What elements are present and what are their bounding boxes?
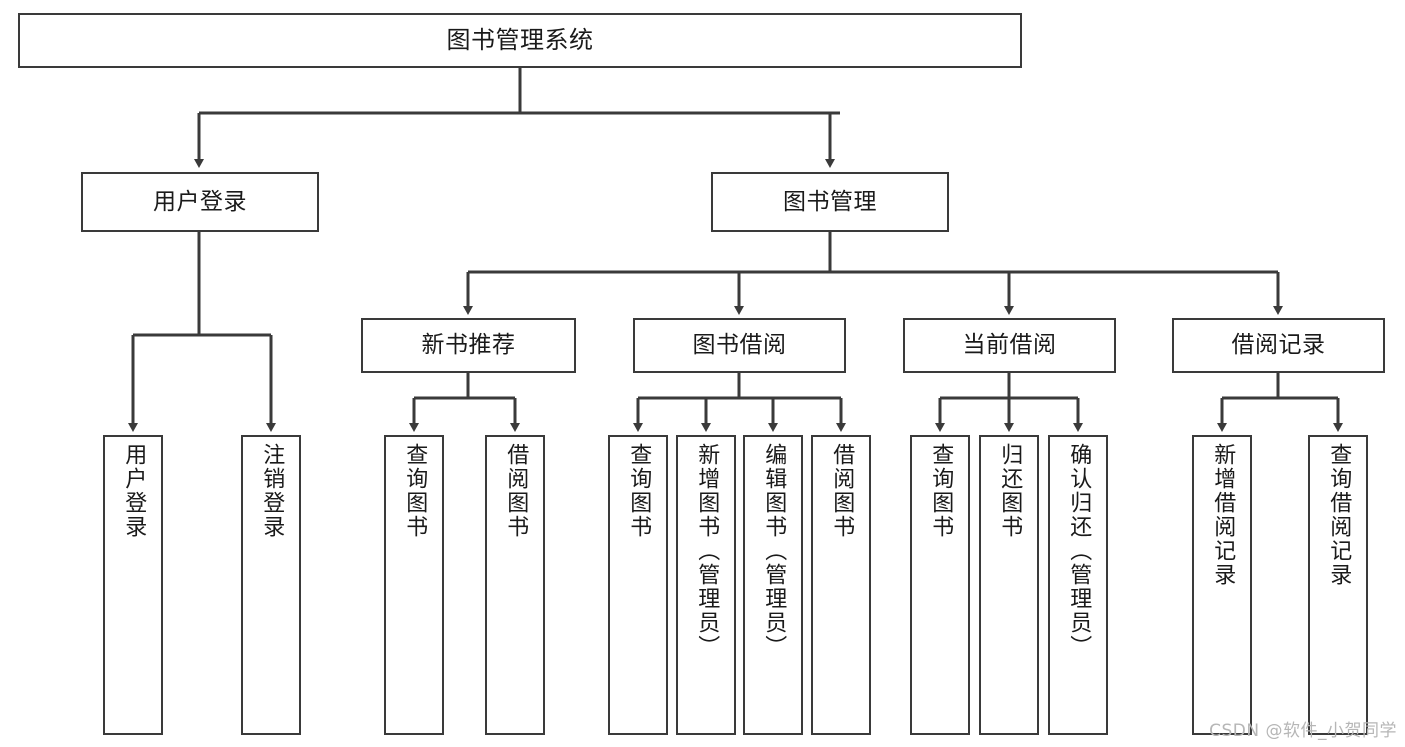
leaf-cb-query-book[interactable]: 查询图书 <box>910 435 970 735</box>
leaf-cb-confirm-return-label: 确认归还（管理员） <box>1066 443 1092 659</box>
leaf-user-login[interactable]: 用户登录 <box>103 435 163 735</box>
node-current-borrow[interactable]: 当前借阅 <box>903 318 1116 373</box>
node-book-borrow-label: 图书借阅 <box>692 332 787 359</box>
leaf-bb-query-book[interactable]: 查询图书 <box>608 435 668 735</box>
leaf-bb-borrow-book[interactable]: 借阅图书 <box>811 435 871 735</box>
leaf-bb-add-book[interactable]: 新增图书（管理员） <box>676 435 736 735</box>
leaf-br-add-record-label: 新增借阅记录 <box>1210 443 1236 587</box>
leaf-cb-query-book-label: 查询图书 <box>928 443 954 539</box>
leaf-bb-query-book-label: 查询图书 <box>626 443 652 539</box>
leaf-logout-label: 注销登录 <box>259 443 285 539</box>
node-book-manage[interactable]: 图书管理 <box>711 172 949 232</box>
node-book-manage-label: 图书管理 <box>783 188 877 215</box>
node-borrow-record-label: 借阅记录 <box>1231 332 1326 359</box>
leaf-logout[interactable]: 注销登录 <box>241 435 301 735</box>
leaf-nb-query-book[interactable]: 查询图书 <box>384 435 444 735</box>
leaf-bb-edit-book-label: 编辑图书（管理员） <box>761 443 787 659</box>
node-root[interactable]: 图书管理系统 <box>18 13 1022 68</box>
leaf-cb-confirm-return[interactable]: 确认归还（管理员） <box>1048 435 1108 735</box>
node-current-borrow-label: 当前借阅 <box>962 332 1057 359</box>
node-borrow-record[interactable]: 借阅记录 <box>1172 318 1385 373</box>
node-user-login[interactable]: 用户登录 <box>81 172 319 232</box>
leaf-user-login-label: 用户登录 <box>121 443 147 539</box>
leaf-bb-add-book-label: 新增图书（管理员） <box>694 443 720 659</box>
leaf-nb-borrow-book[interactable]: 借阅图书 <box>485 435 545 735</box>
leaf-cb-return-book-label: 归还图书 <box>997 443 1023 539</box>
leaf-nb-borrow-book-label: 借阅图书 <box>503 443 529 539</box>
node-book-borrow[interactable]: 图书借阅 <box>633 318 846 373</box>
node-new-book-recommend[interactable]: 新书推荐 <box>361 318 576 373</box>
node-new-book-recommend-label: 新书推荐 <box>421 332 516 359</box>
node-root-label: 图书管理系统 <box>446 25 594 54</box>
leaf-br-query-record[interactable]: 查询借阅记录 <box>1308 435 1368 735</box>
leaf-bb-borrow-book-label: 借阅图书 <box>829 443 855 539</box>
leaf-nb-query-book-label: 查询图书 <box>402 443 428 539</box>
leaf-cb-return-book[interactable]: 归还图书 <box>979 435 1039 735</box>
leaf-br-query-record-label: 查询借阅记录 <box>1326 443 1352 587</box>
watermark: CSDN @软件_小贺同学 <box>1209 721 1397 741</box>
node-user-login-label: 用户登录 <box>153 188 247 215</box>
leaf-br-add-record[interactable]: 新增借阅记录 <box>1192 435 1252 735</box>
leaf-bb-edit-book[interactable]: 编辑图书（管理员） <box>743 435 803 735</box>
